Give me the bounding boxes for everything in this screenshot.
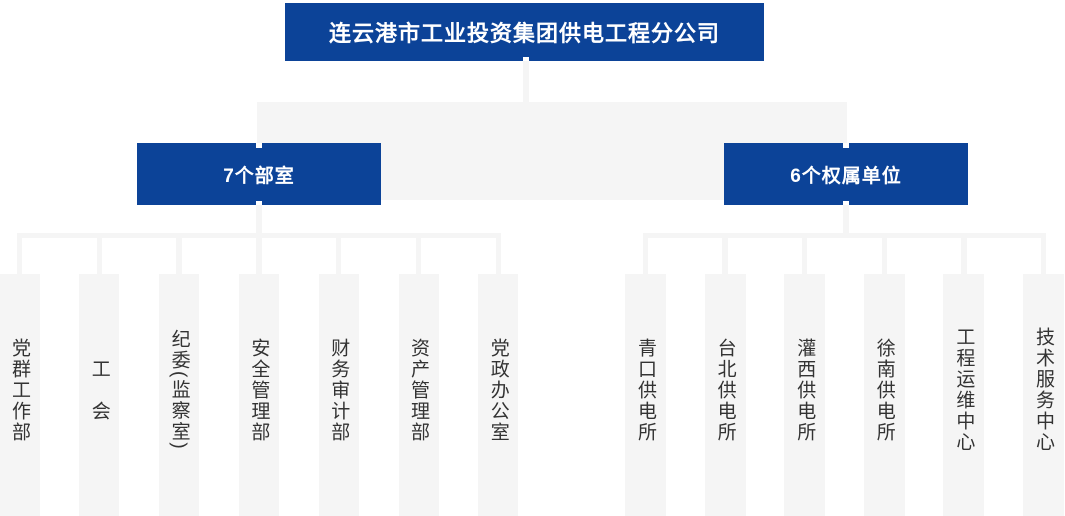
org-column-label: 青口供电所	[635, 337, 656, 443]
org-column-label: 党群工作部	[9, 337, 30, 443]
root-connector-line	[523, 61, 529, 102]
units-bottom-notch	[843, 200, 849, 205]
departments-bottom-notch	[256, 200, 262, 205]
root-node-label: 连云港市工业投资集团供电工程分公司	[328, 21, 720, 46]
org-column-label: 徐南供电所	[873, 337, 895, 443]
org-column: 工程运维中心	[943, 274, 985, 516]
group-box-departments-label: 7个部室	[223, 165, 295, 187]
connector-hline	[642, 232, 1047, 238]
connector-hline	[16, 232, 502, 238]
connector-stub	[96, 237, 103, 275]
connector-stub	[881, 237, 888, 275]
org-column-label: 工程运维中心	[953, 327, 975, 453]
org-column-label: 安全管理部	[248, 337, 270, 443]
departments-top-notch	[256, 143, 262, 148]
root-bottom-notch	[523, 57, 529, 61]
connector-stub	[16, 237, 23, 275]
connector-stub	[961, 237, 967, 275]
group-box-units-label: 6个权属单位	[790, 165, 902, 187]
org-column: 台北供电所	[704, 274, 746, 516]
group-box-units: 6个权属单位	[724, 143, 968, 205]
org-column: 工 会	[79, 274, 120, 516]
connector-stub	[335, 237, 342, 275]
org-column-label: 工 会	[88, 358, 110, 422]
org-column-label: 资产管理部	[408, 337, 429, 443]
org-column-label: 技术服务中心	[1033, 327, 1054, 453]
org-column: 安全管理部	[238, 274, 279, 516]
org-column-label: 台北供电所	[714, 337, 736, 443]
org-column: 技术服务中心	[1023, 274, 1064, 516]
org-column: 财务审计部	[318, 274, 359, 516]
org-column: 徐南供电所	[863, 274, 905, 516]
org-column: 资产管理部	[398, 274, 439, 516]
connector-stub	[1040, 237, 1047, 275]
group-box-departments: 7个部室	[137, 143, 381, 205]
connector-stub	[415, 237, 422, 275]
org-column-label: 党政办公室	[487, 337, 509, 443]
org-column: 党群工作部	[0, 274, 40, 516]
root-node: 连云港市工业投资集团供电工程分公司	[285, 3, 764, 61]
org-column-label: 灌西供电所	[794, 337, 816, 443]
org-column: 青口供电所	[625, 274, 666, 516]
connector-stub	[642, 237, 649, 275]
org-column: 纪委(监察室)	[159, 274, 200, 516]
connector-stub	[801, 237, 808, 275]
org-column: 党政办公室	[478, 274, 519, 516]
connector-stub	[256, 237, 262, 275]
units-top-notch	[843, 143, 849, 148]
connector-stub	[495, 237, 502, 275]
org-column-label: 纪委(监察室)	[168, 329, 190, 451]
org-column: 灌西供电所	[784, 274, 826, 516]
connector-stub	[722, 237, 728, 275]
units-connector-line	[843, 205, 849, 238]
org-column-label: 财务审计部	[328, 337, 350, 443]
connector-stub	[176, 237, 182, 275]
